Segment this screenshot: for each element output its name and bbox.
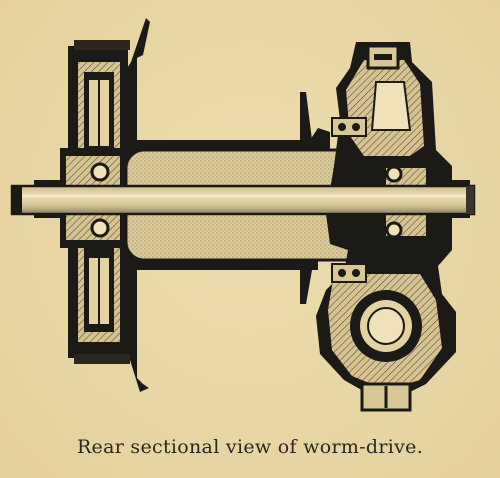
worm-housing bbox=[316, 42, 470, 412]
worm-drive-section-drawing bbox=[10, 18, 476, 412]
figure-caption: Rear sectional view of worm-drive. bbox=[76, 436, 424, 458]
axle-shaft bbox=[10, 184, 476, 216]
